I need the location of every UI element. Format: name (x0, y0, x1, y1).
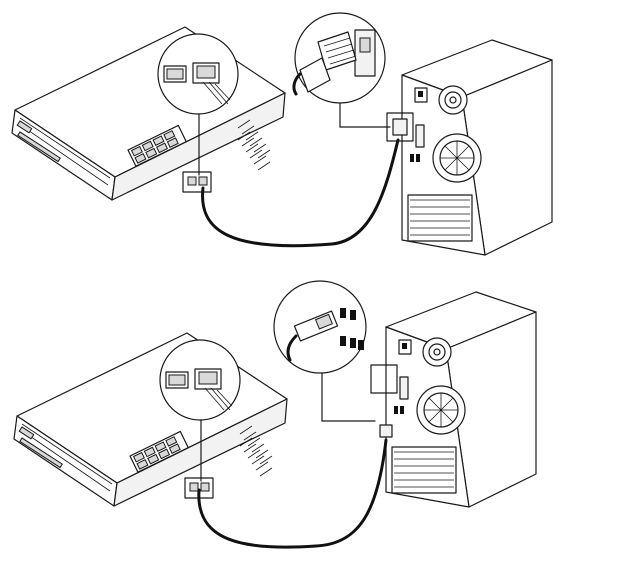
rj45-console-port-icon (392, 118, 408, 136)
computer-tower-icon (370, 291, 537, 508)
computer-tower-icon (386, 39, 553, 256)
network-switch-icon (13, 332, 288, 507)
network-switch-icon (11, 26, 286, 201)
serial-db9-connector-icon (292, 12, 391, 128)
console-cable (201, 138, 400, 248)
console-cable (197, 438, 388, 549)
rj45-console-port-icon (379, 424, 393, 438)
usb-connector-icon (273, 280, 376, 422)
